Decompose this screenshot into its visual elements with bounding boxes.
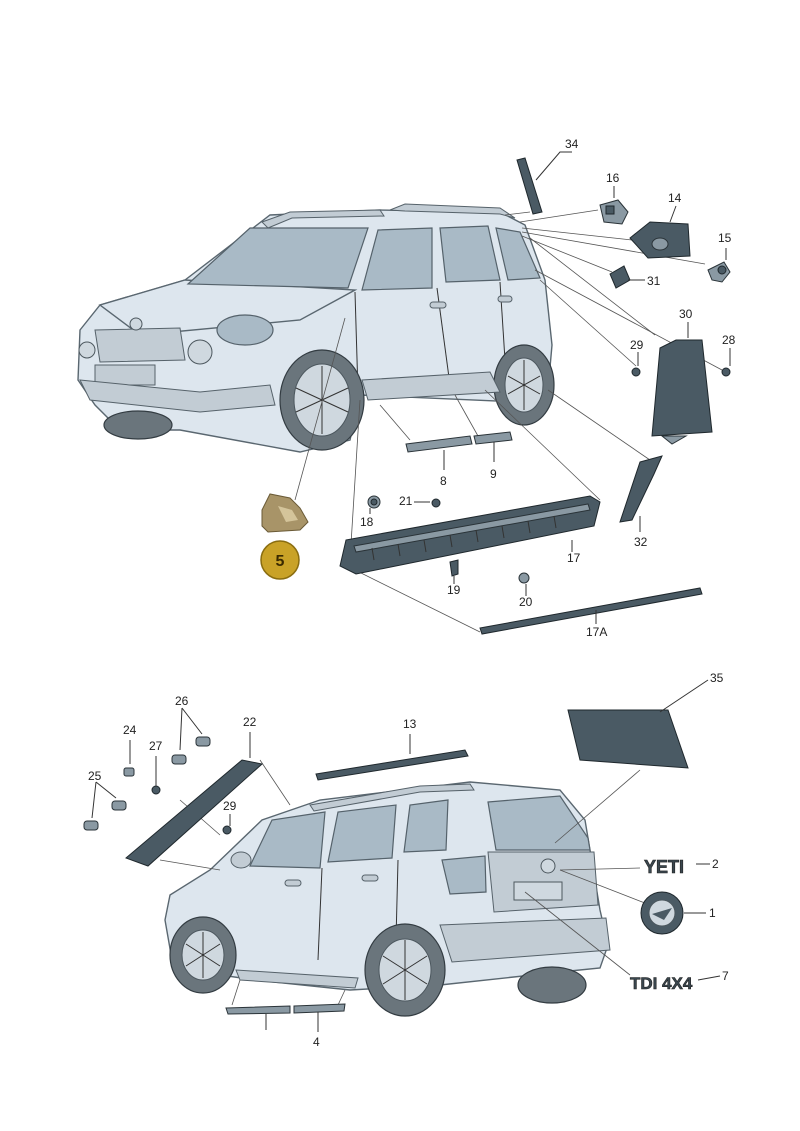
callout-32: 32 [634,535,648,549]
callout-16: 16 [606,171,620,185]
part-16-bracket[interactable] [599,186,629,225]
part-29-pin-bottom[interactable] [222,814,232,835]
callout-22: 22 [243,715,257,729]
part-9-sill-trim[interactable] [473,431,513,462]
yeti-emblem: YETI [644,857,684,877]
part-20-screw[interactable] [518,572,530,596]
callout-14: 14 [668,191,682,205]
part-34-pillar-trim[interactable] [516,151,572,215]
part-31-clip[interactable] [609,265,645,289]
part-2-yeti-emblem[interactable]: YETI [644,857,710,877]
callout-9: 9 [490,467,497,481]
callout-21: 21 [399,494,413,508]
callout-1: 1 [709,906,716,920]
hand-with-tool-icon [261,493,309,533]
callout-4: 4 [313,1035,320,1049]
part-17-door-cladding[interactable] [339,495,601,575]
callout-17: 17 [567,551,581,565]
callout-30: 30 [679,307,693,321]
callout-35: 35 [710,671,724,685]
callout-24: 24 [123,723,137,737]
part-15-screw[interactable] [707,248,731,283]
callout-19: 19 [447,583,461,597]
callout-7: 7 [722,969,729,983]
callout-2: 2 [712,857,719,871]
car-front-view [77,203,555,453]
tdi-emblem: TDI 4X4 [630,974,693,993]
callout-26: 26 [175,694,189,708]
part-4-sill-trim[interactable] [225,1003,346,1032]
part-17a-strip[interactable] [479,587,703,635]
callout-34: 34 [565,137,579,151]
part-29-pin-top[interactable] [631,352,641,377]
callout-25: 25 [88,769,102,783]
callout-13: 13 [403,717,417,731]
part-27-screw[interactable] [151,756,161,795]
callout-15: 15 [718,231,732,245]
part-13-roof-strip[interactable] [315,734,469,781]
callout-20: 20 [519,595,533,609]
callout-31: 31 [647,274,661,288]
part-35-window-glass[interactable] [567,679,709,769]
skoda-winged-arrow-icon [652,908,672,920]
part-7-tdi-emblem[interactable]: TDI 4X4 [630,974,721,993]
callout-18: 18 [360,515,374,529]
part-1-logo-badge[interactable] [640,891,706,935]
part-21-screw[interactable] [414,498,441,508]
part-18-clip[interactable] [367,495,381,514]
part-28-pin[interactable] [721,348,731,377]
step-badge: 5 [260,540,300,580]
part-22-door-trim[interactable] [125,732,264,867]
part-19-clip[interactable] [449,559,459,584]
part-32-arch-trim[interactable] [619,455,663,532]
callout-29-bottom: 29 [223,799,237,813]
part-25-clips[interactable] [83,781,127,831]
part-8-sill-trim[interactable] [405,435,473,470]
part-24-clip[interactable] [123,740,135,777]
callout-28: 28 [722,333,736,347]
callout-17a: 17A [586,625,607,639]
step-badge-number: 5 [276,553,285,570]
part-14-mirror-base[interactable] [629,205,691,259]
callout-29-top: 29 [630,338,644,352]
car-rear-view [164,781,611,1017]
part-30-panel[interactable] [651,322,713,445]
callout-8: 8 [440,474,447,488]
callout-27: 27 [149,739,163,753]
part-26-clips[interactable] [171,707,211,765]
